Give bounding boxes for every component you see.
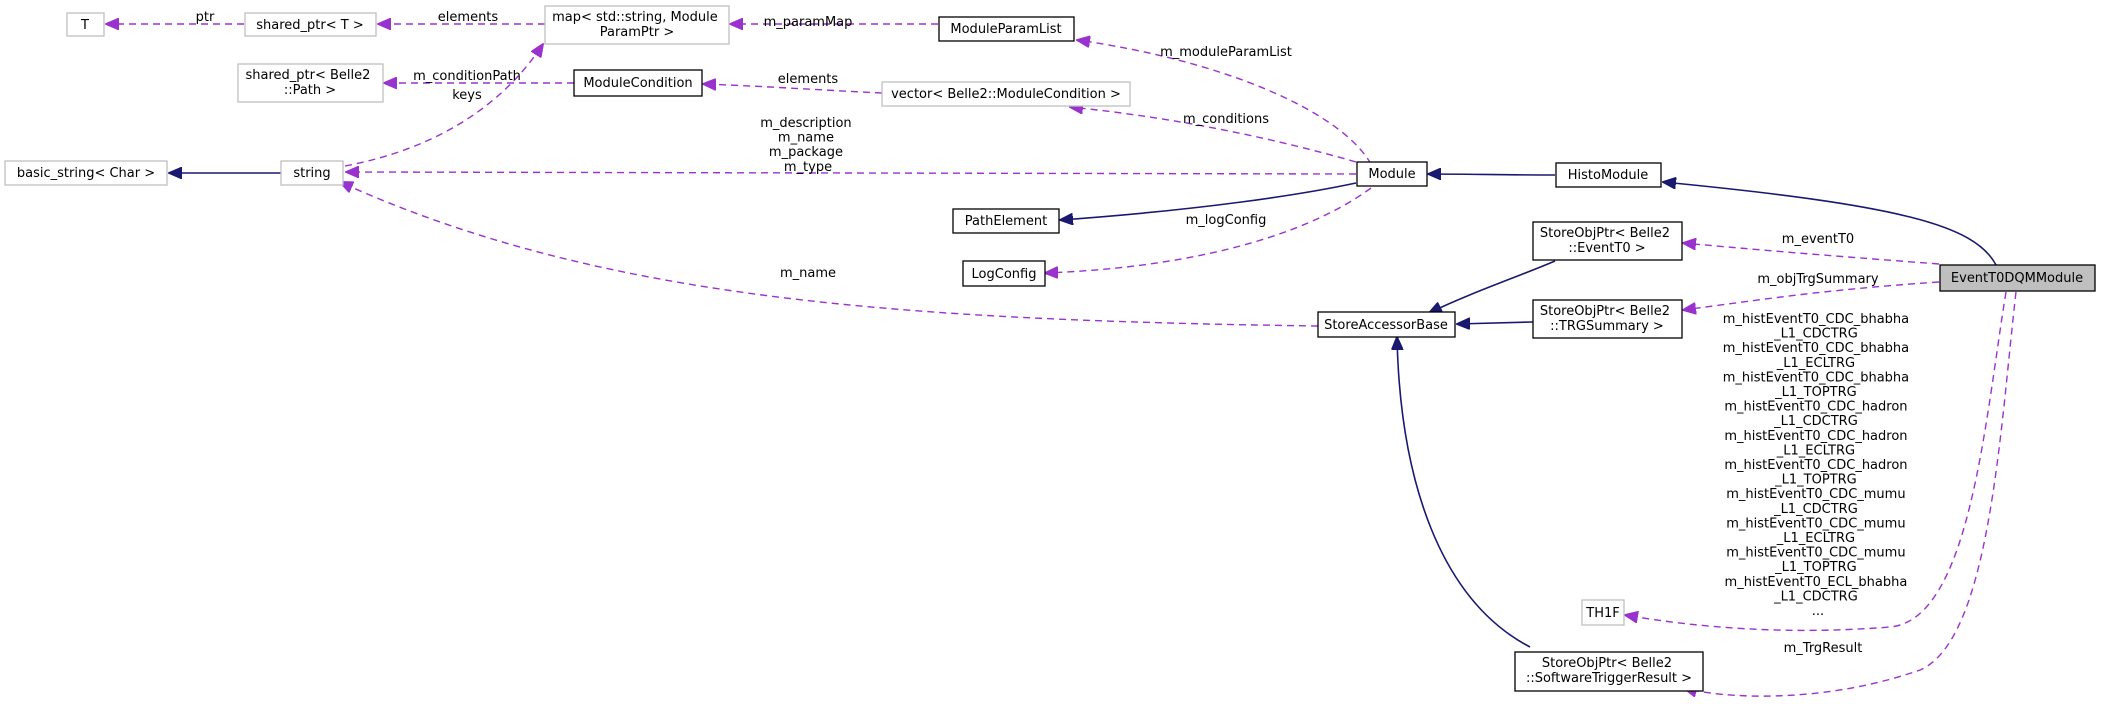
node-histo-module[interactable]: HistoModule [1555, 162, 1662, 188]
node-store-trgsummary[interactable]: StoreObjPtr< Belle2 ::TRGSummary > [1532, 299, 1683, 339]
svg-text:LogConfig: LogConfig [972, 267, 1037, 282]
svg-text:StoreObjPtr< Belle2 ::: StoreObjPtr< Belle2 ::TRGSummary > [1540, 304, 1674, 334]
edge-label-module-param-list: m_moduleParamList [1160, 45, 1292, 60]
edge-eventt0dqm-th1f [1625, 291, 2007, 632]
edge-label-conditions: m_conditions [1183, 112, 1269, 127]
node-basic-string[interactable]: basic_string< Char > [4, 160, 168, 186]
svg-text:PathElement: PathElement [965, 214, 1047, 229]
edge-label-hist-members: m_histEventT0_CDC_bhabha _L1_CDCTRG m_hi… [1723, 312, 1914, 619]
node-t[interactable]: T [66, 12, 105, 37]
svg-text:TH1F: TH1F [1585, 606, 1619, 621]
edge-label-ptr: ptr [196, 10, 215, 25]
node-path-element[interactable]: PathElement [952, 208, 1060, 234]
edge-module-pathelement [1060, 182, 1357, 220]
svg-text:shared_ptr< T >: shared_ptr< T > [256, 18, 363, 33]
edge-vector-condition [703, 84, 883, 94]
edge-storeaccessor-string [340, 182, 1319, 327]
svg-text:shared_ptr< Belle2 ::P: shared_ptr< Belle2 ::Path > [245, 68, 374, 98]
svg-text:ModuleCondition: ModuleCondition [583, 76, 692, 91]
nodes: T shared_ptr< T > map< std::string, Modu… [4, 5, 2096, 692]
node-th1f[interactable]: TH1F [1581, 599, 1625, 626]
edge-label-log-config: m_logConfig [1186, 213, 1267, 228]
edge-label-event-t0: m_eventT0 [1782, 232, 1854, 247]
svg-text:EventT0DQMModule: EventT0DQMModule [1951, 271, 2083, 286]
svg-text:map< std::string, Module: map< std::string, Module ParamPtr > [552, 10, 722, 40]
edge-eventt0dqm-swtrig [1684, 291, 2017, 696]
node-module-condition[interactable]: ModuleCondition [573, 69, 703, 97]
edge-trgsummary-storeaccessor [1457, 322, 1534, 324]
svg-text:StoreObjPtr< Belle2 ::: StoreObjPtr< Belle2 ::EventT0 > [1540, 226, 1674, 256]
edge-label-name: m_name [780, 266, 836, 281]
svg-text:T: T [80, 18, 89, 33]
node-vector-condition[interactable]: vector< Belle2::ModuleCondition > [881, 81, 1131, 107]
node-eventt0dqm-module[interactable]: EventT0DQMModule [1939, 264, 2096, 292]
svg-text:ModuleParamList: ModuleParamList [950, 22, 1061, 37]
edge-eventt0dqm-eventt0 [1683, 243, 1940, 265]
edge-module-vector [1070, 107, 1357, 163]
node-store-eventt0[interactable]: StoreObjPtr< Belle2 ::EventT0 > [1532, 221, 1683, 261]
node-log-config[interactable]: LogConfig [962, 260, 1046, 287]
node-shared-ptr-t[interactable]: shared_ptr< T > [244, 12, 377, 37]
svg-text:vector< Belle2::ModuleConditio: vector< Belle2::ModuleCondition > [891, 87, 1121, 102]
node-string[interactable]: string [280, 160, 344, 186]
edge-label-trg-result: m_TrgResult [1784, 641, 1863, 656]
svg-text:StoreAccessorBase: StoreAccessorBase [1324, 318, 1448, 333]
svg-text:string: string [293, 166, 330, 181]
edge-module-paramlist [1077, 40, 1372, 165]
edge-label-string-members: m_description m_name m_package m_type [760, 116, 856, 175]
svg-text:Module: Module [1368, 167, 1415, 182]
node-map-param[interactable]: map< std::string, Module ParamPtr > [544, 5, 730, 45]
node-store-swtrig[interactable]: StoreObjPtr< Belle2 ::SoftwareTriggerRes… [1514, 651, 1704, 692]
edge-label-keys: keys [452, 88, 482, 103]
edge-histomodule-module [1428, 174, 1556, 175]
node-module[interactable]: Module [1356, 161, 1428, 187]
svg-text:HistoModule: HistoModule [1568, 168, 1648, 183]
edges [106, 24, 2017, 696]
node-shared-ptr-path[interactable]: shared_ptr< Belle2 ::Path > [237, 63, 384, 103]
edge-eventt0dqm-histomodule [1663, 182, 1997, 266]
node-module-param-list[interactable]: ModuleParamList [938, 16, 1075, 42]
edge-label-elements-cond: elements [778, 72, 839, 87]
edge-string-map [344, 44, 543, 167]
edge-label-obj-trg-summary: m_objTrgSummary [1757, 272, 1879, 287]
edge-swtrig-storeaccessor [1397, 337, 1531, 648]
edge-label-elements-shared: elements [438, 10, 499, 25]
node-store-accessor-base[interactable]: StoreAccessorBase [1317, 311, 1456, 338]
edge-eventt0-storeaccessor [1429, 260, 1556, 313]
edge-eventt0dqm-trgsummary [1683, 281, 1940, 310]
edge-module-logconfig [1045, 187, 1372, 273]
edge-module-string [346, 172, 1357, 174]
edge-labels: ptr elements keys m_paramMap m_modulePar… [196, 10, 1914, 656]
svg-text:basic_string< Char >: basic_string< Char > [17, 166, 155, 181]
edge-label-param-map: m_paramMap [764, 15, 853, 30]
edge-label-condition-path: m_conditionPath [413, 69, 521, 84]
svg-text:StoreObjPtr< Belle2 ::: StoreObjPtr< Belle2 ::SoftwareTriggerRes… [1526, 656, 1692, 686]
